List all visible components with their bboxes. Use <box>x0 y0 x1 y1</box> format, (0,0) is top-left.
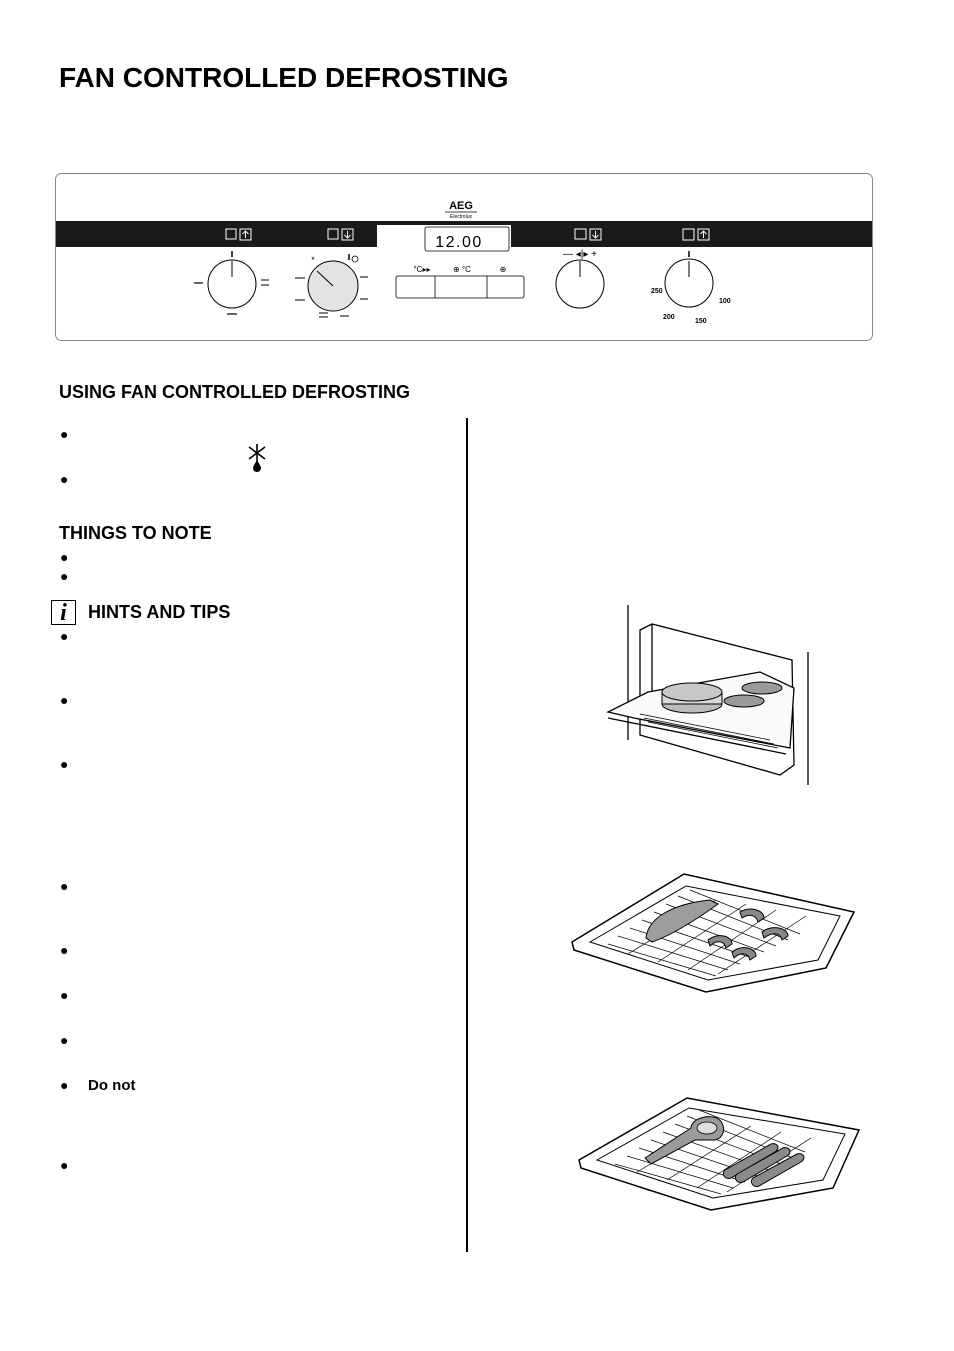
do-not-text: Do not <box>88 1077 136 1094</box>
temp-label-250: 250 <box>651 288 663 295</box>
info-icon: i <box>51 600 76 626</box>
temp-label-150: 150 <box>695 318 707 325</box>
display-button-bar <box>395 275 525 299</box>
temperature-knob: 250 200 150 100 <box>651 251 731 325</box>
meat-on-grid-illustration <box>578 1097 861 1211</box>
knob-1 <box>194 251 269 315</box>
bullet: ● <box>60 1077 69 1093</box>
notes-heading: THINGS TO NOTE <box>59 523 212 543</box>
column-divider <box>466 418 468 1252</box>
timer-down-icon <box>574 228 602 241</box>
bullet: ● <box>60 568 69 584</box>
svg-text:*: * <box>311 255 315 265</box>
brand-sub: Electrolux <box>450 214 472 220</box>
bullet: ● <box>60 692 69 708</box>
timer-symbols: — ◂|▸ + <box>563 249 597 260</box>
bullet: ● <box>60 549 69 565</box>
temperature-up-icon <box>682 228 710 241</box>
oven-defrost-illustration <box>606 605 809 785</box>
hints-heading: HINTS AND TIPS <box>88 602 231 622</box>
defrost-icon <box>248 444 266 472</box>
temp-label-200: 200 <box>663 314 675 321</box>
bullet: ● <box>60 1157 69 1173</box>
bullet: ● <box>60 1032 69 1048</box>
door-up-icon <box>225 228 252 241</box>
function-selector-knob: * <box>295 254 368 318</box>
display-label-2: ⊕ °C <box>453 265 471 274</box>
bullet: ● <box>60 942 69 958</box>
fish-on-grid-illustration <box>571 873 856 993</box>
oven-control-panel: AEG Electrolux 12.00 °C▸▸ ⊕ °C ⊕ <box>55 173 873 341</box>
door-down-icon <box>327 228 354 241</box>
bullet: ● <box>60 756 69 772</box>
page-title: FAN CONTROLLED DEFROSTING <box>59 62 509 93</box>
bullet: ● <box>60 987 69 1003</box>
bullet: ● <box>60 628 69 644</box>
bullet: ● <box>60 471 69 487</box>
using-heading: USING FAN CONTROLLED DEFROSTING <box>59 382 410 402</box>
brand-logo: AEG <box>449 200 473 212</box>
timer-knob: — ◂|▸ + <box>555 249 605 309</box>
display-label-1: °C▸▸ <box>413 265 430 274</box>
temp-label-100: 100 <box>719 298 731 305</box>
display-time: 12.00 <box>435 234 483 251</box>
bullet: ● <box>60 426 69 442</box>
bullet: ● <box>60 878 69 894</box>
display-label-3: ⊕ <box>500 265 507 274</box>
